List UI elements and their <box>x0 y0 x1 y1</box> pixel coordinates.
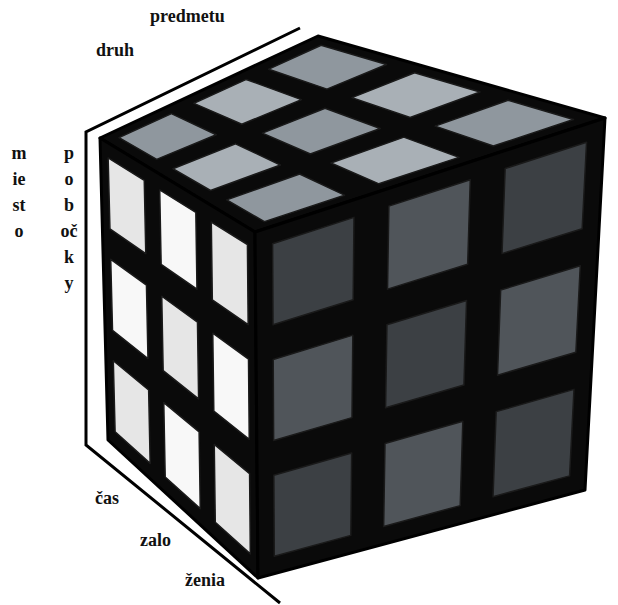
cube-sticker <box>111 259 148 358</box>
cube-sticker <box>213 333 249 439</box>
cube-sticker <box>384 421 463 526</box>
cube-sticker <box>113 361 150 464</box>
cube-sticker <box>162 296 199 399</box>
axis-label: druh <box>96 40 134 60</box>
cube-sticker <box>262 108 380 154</box>
cube-sticker <box>273 217 354 324</box>
cube-sticker <box>352 73 480 118</box>
cube-sticker <box>386 300 467 407</box>
cube-sticker <box>164 403 200 509</box>
cube-sticker <box>388 180 471 289</box>
axis-label-vertical: pobočky <box>60 140 78 296</box>
cube-sticker <box>173 144 281 191</box>
cube-sticker <box>108 158 146 254</box>
cube-sticker <box>194 79 302 124</box>
cube-sticker <box>211 222 248 325</box>
axis-label: zalo <box>140 530 171 550</box>
axis-lines <box>86 28 300 603</box>
cube-sticker <box>493 389 574 496</box>
cube <box>100 36 605 578</box>
cube-sticker <box>502 142 587 253</box>
cube-sticker <box>269 45 387 89</box>
cube-sticker <box>160 190 197 289</box>
axis-label: čas <box>95 488 119 508</box>
cube-sticker <box>273 335 353 440</box>
axis-label: ženia <box>185 570 225 590</box>
left-face <box>100 138 258 578</box>
right-face <box>255 118 605 578</box>
cube-sticker <box>498 266 581 375</box>
cube-sticker <box>214 444 250 554</box>
cube-sticker <box>274 453 352 556</box>
axis-label-vertical: miesto <box>10 140 28 244</box>
cube-sticker <box>119 114 216 160</box>
axis-label: predmetu <box>150 6 225 26</box>
